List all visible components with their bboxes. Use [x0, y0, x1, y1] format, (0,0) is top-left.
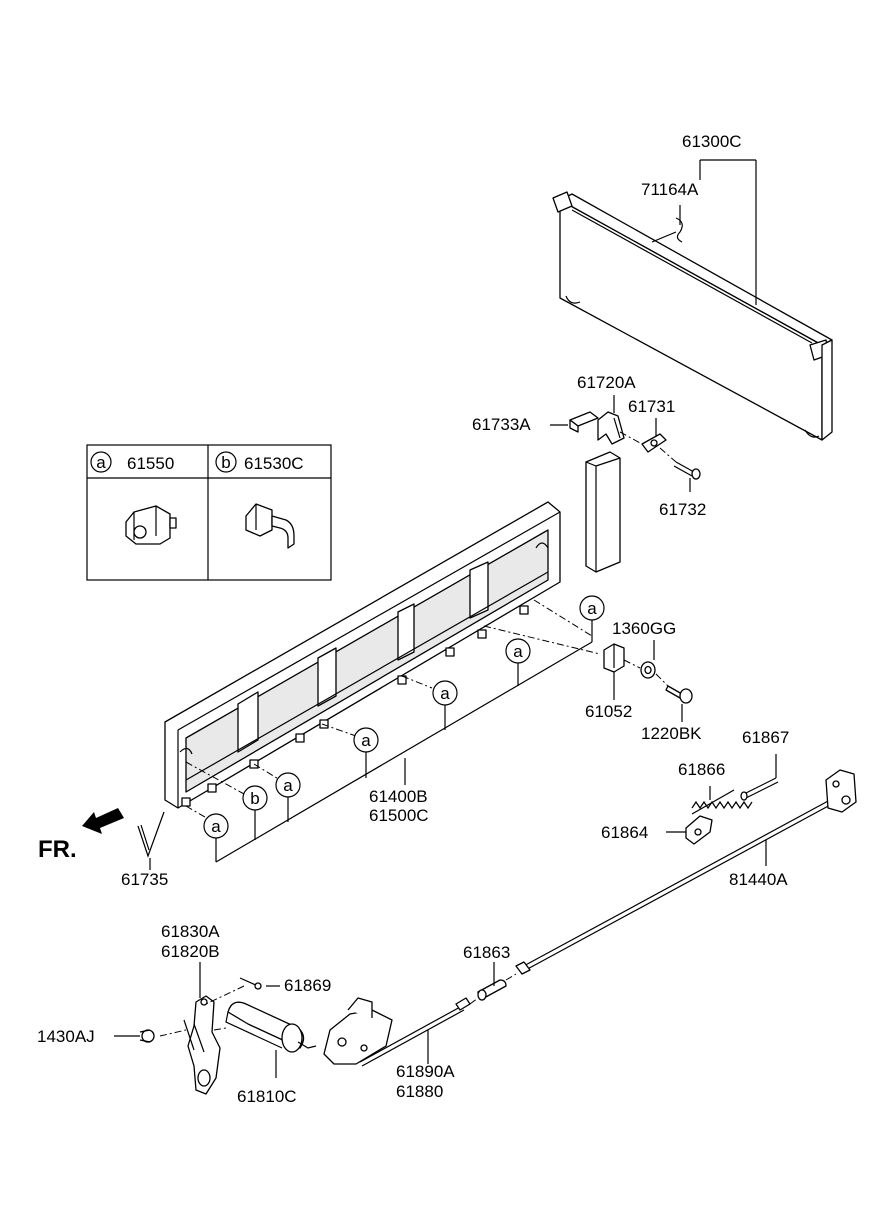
legend-part-61530c: 61530C: [244, 454, 304, 473]
part-61890a-latch[interactable]: [323, 997, 393, 1065]
part-61300c-panel[interactable]: [552, 191, 833, 441]
part-61866-spring[interactable]: [691, 789, 753, 815]
label-61731: 61731: [628, 397, 675, 416]
part-81440a-rod[interactable]: [515, 769, 857, 975]
clip-61550-icon: [125, 505, 177, 545]
legend-table: [86, 444, 332, 581]
leader-lever-group: [114, 962, 280, 1078]
part-gate-cover[interactable]: [585, 451, 621, 573]
leader-hinge-group: [550, 395, 691, 492]
leader-right-group: [666, 754, 777, 866]
label-61500c: 61500C: [369, 806, 429, 825]
clip-61530c-icon: [245, 503, 295, 549]
label-61400b: 61400B: [369, 787, 428, 806]
part-61720a-hinge[interactable]: [597, 411, 625, 445]
part-61400b-tailgate[interactable]: [164, 501, 561, 809]
leader-fastener-group: [613, 640, 683, 722]
label-61732: 61732: [659, 500, 706, 519]
part-61864-bracket[interactable]: [685, 815, 713, 845]
label-fr: FR.: [38, 836, 77, 863]
label-71164a: 71164A: [641, 180, 699, 199]
part-61735-rod[interactable]: [137, 811, 165, 858]
label-1360gg: 1360GG: [612, 619, 676, 638]
label-61880: 61880: [396, 1082, 443, 1101]
svg-text:a: a: [283, 776, 293, 795]
label-61052: 61052: [585, 702, 632, 721]
label-61864: 61864: [601, 823, 648, 842]
svg-text:a: a: [440, 684, 450, 703]
part-61732-pin[interactable]: [673, 461, 701, 480]
part-1220bk-bolt[interactable]: [665, 685, 693, 704]
svg-text:a: a: [211, 817, 221, 836]
part-1360gg-washer[interactable]: [640, 661, 656, 679]
part-61863-sleeve[interactable]: [477, 979, 507, 1001]
part-1430aj-pin[interactable]: [139, 1029, 155, 1043]
tailgate-ribs: [185, 561, 549, 781]
legend-marker-a-text: a: [96, 453, 106, 472]
label-61867: 61867: [742, 728, 789, 747]
label-1220bk: 1220BK: [641, 724, 702, 743]
label-61300c: 61300C: [682, 132, 742, 151]
legend-cell-b: b 61530C: [215, 451, 304, 549]
part-61867-pin[interactable]: [740, 777, 779, 801]
front-arrow-icon: [82, 808, 124, 834]
label-61863: 61863: [463, 943, 510, 962]
svg-text:a: a: [513, 642, 523, 661]
svg-text:b: b: [250, 789, 259, 808]
legend-marker-b: [215, 451, 237, 473]
leader-latch-group: [427, 962, 517, 1064]
label-61820b: 61820B: [161, 942, 220, 961]
label-61866: 61866: [678, 760, 725, 779]
part-61731-plate[interactable]: [641, 433, 667, 453]
label-61890a: 61890A: [396, 1062, 455, 1081]
legend-marker-a: [90, 451, 112, 473]
label-81440a: 81440A: [729, 870, 788, 889]
legend-cell-a: a 61550: [90, 451, 177, 545]
label-61830a: 61830A: [161, 922, 220, 941]
tailgate-callouts: a a a a a b a: [185, 595, 605, 863]
legend-marker-b-text: b: [221, 453, 230, 472]
svg-text:a: a: [361, 731, 371, 750]
label-61720a: 61720A: [577, 373, 636, 392]
part-61869-pin[interactable]: [239, 977, 262, 990]
part-61830a-lever[interactable]: [183, 995, 221, 1095]
leader-61300c: [651, 159, 757, 305]
label-61735: 61735: [121, 870, 168, 889]
part-61733a-block[interactable]: [569, 411, 599, 433]
legend-part-61550: 61550: [127, 454, 174, 473]
svg-text:a: a: [587, 599, 597, 618]
label-61810c: 61810C: [237, 1087, 297, 1106]
label-1430aj: 1430AJ: [37, 1027, 95, 1046]
label-61869: 61869: [284, 976, 331, 995]
part-61052-bushing[interactable]: [603, 643, 625, 673]
part-61810c-motor[interactable]: [225, 1001, 317, 1053]
label-61733a: 61733A: [472, 415, 531, 434]
